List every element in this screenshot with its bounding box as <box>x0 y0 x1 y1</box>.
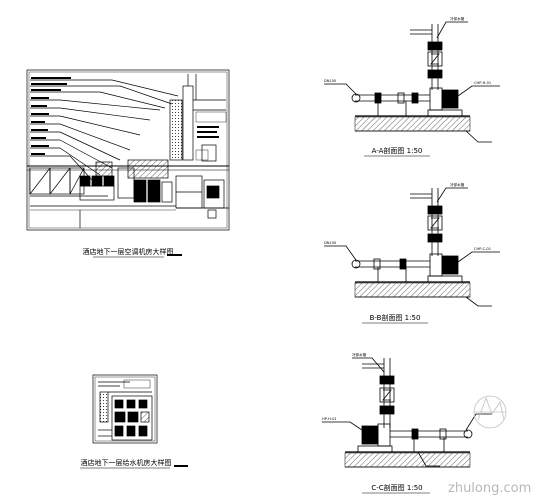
section-b-drawing <box>324 187 500 307</box>
section-a-callout-top: 冷却水管 <box>450 16 465 21</box>
section-a-caption: A-A剖面图 1:50 <box>372 146 423 155</box>
section-c-callout-pump: HP-H-01 <box>322 417 337 421</box>
section-c-callout-top: 冷却水管 <box>352 352 367 357</box>
watermark-text: zhulong.com <box>448 481 531 496</box>
section-b-caption: B-B剖面图 1:50 <box>370 313 421 322</box>
plan-upper-drawing <box>26 69 230 231</box>
watermark-logo <box>473 395 507 429</box>
section-c-drawing <box>322 357 492 468</box>
section-c-caption: C-C剖面图 1:50 <box>371 483 422 492</box>
section-a-drawing <box>324 21 500 143</box>
section-b-callout-pump: CHP-C-01 <box>474 247 491 251</box>
plan-lower-drawing <box>92 374 158 444</box>
section-b-callout-top: 冷却水管 <box>450 182 465 187</box>
section-b-callout-left: DN150 <box>324 241 337 245</box>
section-a-callout-left: DN150 <box>324 79 337 83</box>
plan-lower-caption: 酒店地下一层给水机房大样图 <box>81 458 172 467</box>
section-a-callout-pump: CHP-H-01 <box>474 81 491 85</box>
plan-upper-caption: 酒店地下一层空调机房大样图 <box>83 247 174 256</box>
